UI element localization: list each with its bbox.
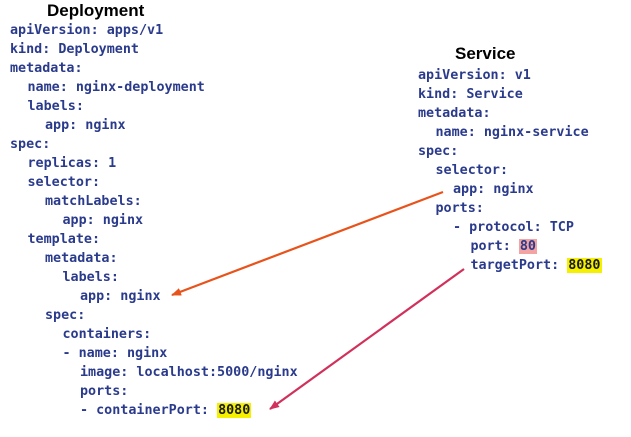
deployment-yaml-text: name: nginx-deployment: [27, 80, 205, 95]
deployment-yaml-line: ports:: [80, 382, 128, 401]
deployment-yaml-text: apiVersion: apps/v1: [10, 23, 164, 38]
deployment-yaml-text: app: nginx: [62, 213, 144, 228]
deployment-yaml-line: name: nginx-deployment: [28, 78, 205, 97]
deployment-yaml-line: labels:: [63, 268, 119, 287]
deployment-highlighted-value: 8080: [217, 403, 252, 418]
service-yaml-text: apiVersion: v1: [418, 68, 531, 83]
deployment-yaml-text: selector:: [27, 175, 101, 190]
deployment-yaml-text: image: localhost:5000/nginx: [80, 365, 298, 380]
service-yaml-text: ports:: [435, 201, 484, 216]
deployment-yaml-line: spec:: [45, 306, 85, 325]
deployment-yaml-text: containers:: [62, 327, 152, 342]
service-yaml-text: metadata:: [418, 106, 491, 121]
service-yaml-line: name: nginx-service: [436, 123, 589, 142]
deployment-yaml-text: labels:: [62, 270, 119, 285]
deployment-yaml-line: app: nginx: [63, 211, 144, 230]
deployment-yaml-line: spec:: [10, 135, 50, 154]
service-yaml-text: - protocol: TCP: [453, 220, 574, 235]
service-yaml-line: selector:: [436, 161, 509, 180]
service-yaml-line: targetPort: 8080: [471, 256, 602, 275]
deployment-yaml-text: app: nginx: [45, 118, 126, 133]
deployment-yaml-line: matchLabels:: [45, 192, 142, 211]
deployment-yaml-text: spec:: [10, 137, 51, 152]
service-title: Service: [455, 44, 516, 63]
arrow-selector-to-pod-label: [171, 190, 444, 297]
deployment-title: Deployment: [47, 1, 145, 20]
service-yaml-text: targetPort:: [470, 258, 568, 273]
deployment-yaml-text: metadata:: [45, 251, 118, 266]
service-yaml-text: kind: Service: [418, 87, 523, 102]
service-highlighted-value: 8080: [567, 258, 602, 273]
deployment-yaml-text: kind: Deployment: [10, 42, 139, 57]
deployment-yaml-line: replicas: 1: [28, 154, 117, 173]
service-yaml-line: port: 80: [470, 237, 537, 256]
deployment-yaml-line: image: localhost:5000/nginx: [80, 363, 298, 382]
deployment-yaml-text: ports:: [80, 384, 129, 399]
service-yaml-line: app: nginx: [453, 180, 534, 199]
deployment-yaml-line: - name: nginx: [63, 344, 168, 363]
deployment-yaml-line: selector:: [28, 173, 101, 192]
deployment-yaml-text: app: nginx: [80, 289, 161, 304]
service-yaml-text: port:: [470, 239, 519, 254]
deployment-yaml-line: app: nginx: [45, 116, 126, 135]
deployment-yaml-line: kind: Deployment: [10, 40, 139, 59]
deployment-yaml-text: - name: nginx: [62, 346, 168, 361]
service-yaml-text: app: nginx: [453, 182, 534, 197]
deployment-yaml-text: template:: [27, 232, 101, 247]
deployment-yaml-text: replicas: 1: [27, 156, 117, 171]
service-yaml-line: kind: Service: [418, 85, 523, 104]
deployment-yaml-line: labels:: [28, 97, 84, 116]
deployment-yaml-line: - containerPort: 8080: [80, 401, 252, 420]
arrow-targetport-to-containerport: [269, 268, 465, 410]
service-yaml-line: - protocol: TCP: [453, 218, 574, 237]
deployment-yaml-line: containers:: [63, 325, 152, 344]
service-yaml-text: name: nginx-service: [435, 125, 589, 140]
deployment-yaml-text: spec:: [45, 308, 86, 323]
deployment-yaml-text: - containerPort:: [80, 403, 218, 418]
service-yaml-line: ports:: [436, 199, 484, 218]
service-yaml-line: metadata:: [418, 104, 491, 123]
deployment-yaml-text: metadata:: [10, 61, 83, 76]
service-highlighted-value: 80: [518, 239, 537, 254]
service-yaml-line: apiVersion: v1: [418, 66, 531, 85]
deployment-yaml-line: apiVersion: apps/v1: [10, 21, 163, 40]
deployment-yaml-text: labels:: [27, 99, 84, 114]
deployment-yaml-line: metadata:: [10, 59, 83, 78]
service-yaml-line: spec:: [418, 142, 458, 161]
service-yaml-text: selector:: [435, 163, 509, 178]
deployment-yaml-line: app: nginx: [80, 287, 161, 306]
deployment-yaml-line: template:: [28, 230, 101, 249]
deployment-yaml-line: metadata:: [45, 249, 118, 268]
service-yaml-text: spec:: [418, 144, 459, 159]
deployment-yaml-text: matchLabels:: [45, 194, 142, 209]
